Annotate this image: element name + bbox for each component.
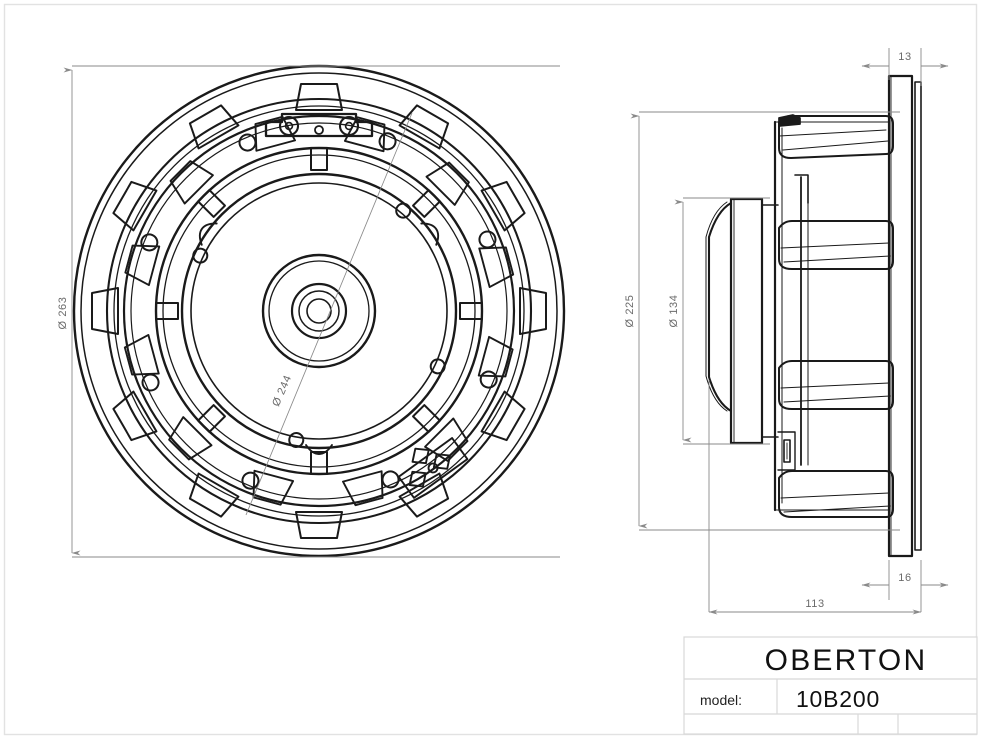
dimension-rim-depth bbox=[861, 560, 949, 600]
title-block-frame bbox=[683, 636, 978, 735]
model-label: model: bbox=[700, 692, 742, 708]
dimension-label-bolt-circle: Ø 244 bbox=[270, 373, 294, 408]
dimension-label-rim-depth: 16 bbox=[898, 572, 911, 584]
dimension-label-outer-diameter: Ø 263 bbox=[57, 297, 69, 330]
front-mounting-holes bbox=[140, 132, 498, 490]
terminal-centre-hole bbox=[314, 125, 324, 135]
front-centre-hole bbox=[306, 298, 332, 324]
front-basket-outer bbox=[122, 114, 516, 508]
front-inner-holes bbox=[192, 202, 446, 449]
dimension-bolt-circle bbox=[245, 112, 413, 516]
front-basket-ribs bbox=[155, 147, 483, 475]
side-gasket-tab bbox=[778, 114, 801, 127]
front-cone-tabs bbox=[198, 222, 440, 455]
front-surround-outer bbox=[154, 146, 484, 476]
dimension-label-magnet-diameter: Ø 134 bbox=[668, 295, 680, 328]
dimension-label-flange-thickness: 13 bbox=[898, 51, 911, 63]
dim-leader-diagonal bbox=[245, 112, 413, 516]
brand-name: OBERTON bbox=[765, 644, 928, 677]
side-rib-second bbox=[778, 220, 894, 270]
side-basket-frame bbox=[773, 120, 890, 512]
dimension-flange-thickness bbox=[861, 48, 949, 86]
side-rib-third bbox=[778, 360, 894, 410]
model-value: 10B200 bbox=[796, 686, 880, 712]
front-surround-mid bbox=[162, 154, 476, 468]
front-cone-edge bbox=[190, 182, 448, 440]
front-outer-rim-inner bbox=[80, 72, 558, 550]
dimension-cone-diameter bbox=[630, 111, 900, 531]
sheet-border bbox=[3, 3, 978, 736]
dimension-overall-depth bbox=[708, 380, 922, 615]
dimension-label-overall-depth: 113 bbox=[805, 598, 824, 610]
front-outer-rim bbox=[72, 64, 566, 558]
front-rim-slot-group bbox=[91, 83, 547, 539]
side-view bbox=[705, 74, 922, 558]
title-block: OBERTON model: 10B200 bbox=[683, 636, 978, 735]
dimension-outer-diameter bbox=[63, 65, 560, 558]
dimension-label-cone-diameter: Ø 225 bbox=[624, 295, 636, 328]
front-flange-ring bbox=[105, 97, 533, 525]
terminal-negative bbox=[338, 115, 360, 137]
front-dustcap-inner bbox=[268, 260, 370, 362]
front-dustcap-outer bbox=[261, 253, 377, 369]
side-centre-post bbox=[794, 174, 809, 466]
front-surround-inner bbox=[180, 172, 458, 450]
front-centre-ring bbox=[298, 290, 340, 332]
dimension-magnet-diameter bbox=[674, 197, 770, 445]
terminal-positive bbox=[278, 115, 300, 137]
front-terminal-block bbox=[264, 112, 374, 138]
side-magnet-assembly bbox=[705, 197, 779, 445]
side-terminal-detail bbox=[777, 431, 796, 471]
front-diamond-detail bbox=[397, 437, 469, 499]
side-rib-bottom bbox=[778, 470, 894, 518]
front-view bbox=[72, 64, 566, 558]
front-basket-outer-inner bbox=[130, 122, 508, 500]
front-flange-ring-inner bbox=[113, 105, 525, 517]
